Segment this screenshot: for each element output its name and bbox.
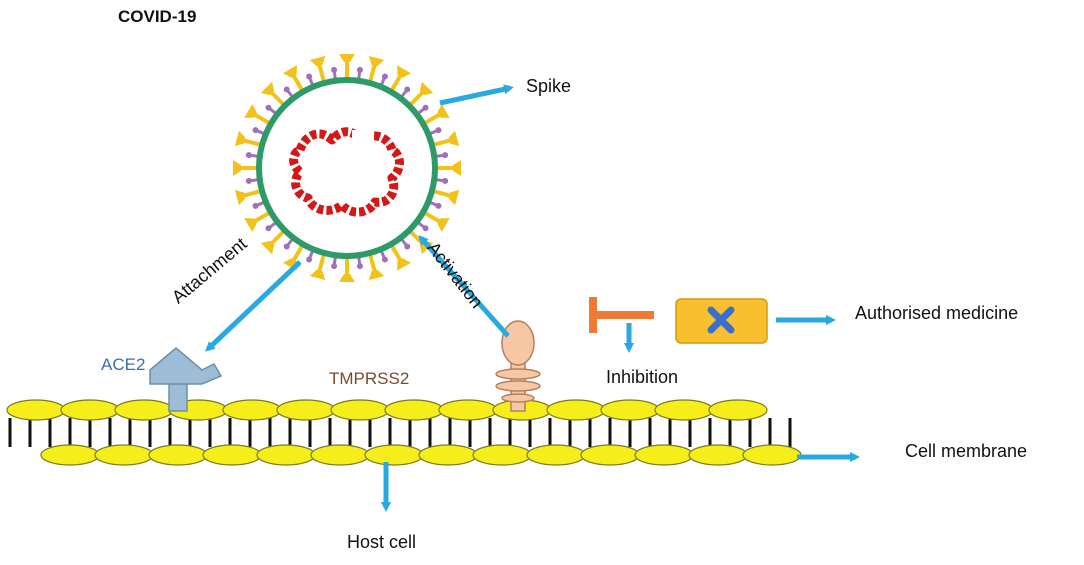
diagram-title: COVID-19: [118, 7, 197, 26]
spike-arrow: [439, 84, 514, 106]
lipid-head: [742, 444, 802, 466]
spike-protein: [368, 254, 385, 281]
cell-membrane-label: Cell membrane: [905, 441, 1028, 461]
lipid-head: [222, 399, 282, 421]
lipid-heads-outer: [6, 399, 768, 421]
spike-protein: [390, 65, 411, 92]
spike-protein: [309, 254, 326, 281]
spike-protein: [409, 81, 434, 106]
tmprss2-label: TMPRSS2: [329, 369, 410, 388]
authorised-medicine-label: Authorised medicine: [855, 303, 1019, 323]
cell-membrane: [6, 399, 802, 466]
spike-protein: [233, 160, 257, 176]
lipid-head: [418, 444, 478, 466]
lipid-head: [580, 444, 640, 466]
lipid-head: [6, 399, 66, 421]
virus-spikes: [233, 54, 461, 282]
membrane-protein: [356, 66, 363, 80]
membrane-protein: [356, 256, 363, 270]
spike-protein: [260, 81, 285, 106]
lipid-head: [94, 444, 154, 466]
lipid-head: [438, 399, 498, 421]
spike-protein: [423, 211, 450, 232]
tmprss2-protein: [495, 320, 541, 412]
spike-protein: [234, 130, 261, 147]
spike-protein: [339, 258, 355, 282]
inhibition-label: Inhibition: [606, 367, 679, 387]
lipid-head: [384, 399, 444, 421]
ace2-receptor: [149, 347, 223, 412]
membrane-protein: [245, 152, 259, 159]
viral-rna-gap: [352, 130, 374, 146]
spike-protein: [423, 104, 450, 125]
spike-protein: [339, 54, 355, 78]
attachment-arrow: [205, 260, 302, 352]
host-cell-label: Host cell: [347, 532, 417, 552]
lipid-head: [634, 444, 694, 466]
authorised-medicine-box: [675, 298, 768, 344]
arrows: [205, 84, 860, 512]
lipid-head: [256, 444, 316, 466]
lipid-head: [546, 399, 606, 421]
lipid-tails: [8, 418, 792, 447]
virus-envelope: [256, 77, 438, 259]
spike-protein: [234, 189, 261, 206]
lipid-head: [526, 444, 586, 466]
lipid-head: [364, 444, 424, 466]
lipid-head: [654, 399, 714, 421]
lipid-head: [202, 444, 262, 466]
spike-label: Spike: [526, 76, 572, 96]
lipid-head: [708, 399, 768, 421]
membrane-protein: [331, 256, 338, 270]
spike-protein: [390, 244, 411, 271]
lipid-head: [276, 399, 336, 421]
lipid-head: [472, 444, 532, 466]
lipid-head: [148, 444, 208, 466]
lipid-head: [60, 399, 120, 421]
lipid-head: [688, 444, 748, 466]
lipid-head: [600, 399, 660, 421]
spike-protein: [283, 65, 304, 92]
lipid-head: [330, 399, 390, 421]
lipid-head: [40, 444, 100, 466]
spike-protein: [437, 160, 461, 176]
membrane-protein: [435, 152, 449, 159]
spike-protein: [433, 130, 460, 147]
spike-protein: [260, 230, 285, 255]
spike-protein: [244, 104, 271, 125]
membrane-protein: [435, 177, 449, 184]
inhibition-symbol: [589, 297, 654, 333]
lipid-head: [114, 399, 174, 421]
spike-protein: [309, 55, 326, 82]
virus-particle: [233, 54, 461, 282]
membrane-protein: [245, 177, 259, 184]
lipid-heads-inner: [40, 444, 802, 466]
lipid-head: [310, 444, 370, 466]
membrane-protein: [331, 66, 338, 80]
spike-protein: [433, 189, 460, 206]
viral-rna: [289, 127, 404, 217]
activation-arrow: [418, 235, 510, 338]
spike-protein: [244, 211, 271, 232]
spike-protein: [368, 55, 385, 82]
ace2-label: ACE2: [101, 355, 146, 374]
